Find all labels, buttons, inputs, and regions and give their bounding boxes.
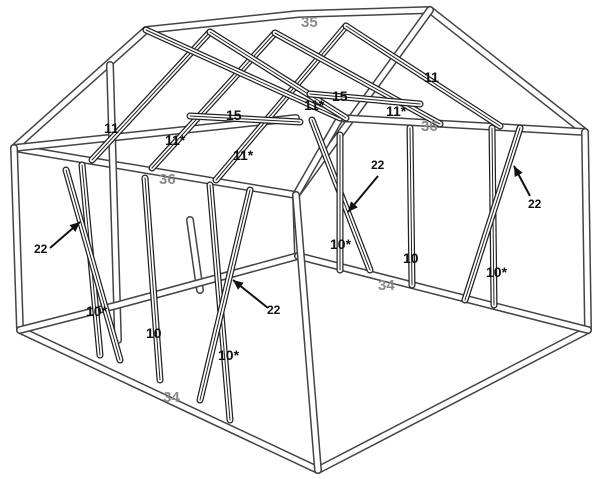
back-base-tube [295,253,591,333]
arrow-brace-front-left-head [69,222,80,232]
inner-left-post [107,62,121,343]
rafter-2-center [151,32,276,169]
frame-arrows [49,165,531,309]
purlin-left-center [189,115,301,123]
rafter-3-center [215,25,347,181]
back-right-post [582,129,591,333]
left-top-cross-tube [11,115,299,151]
front-brace-1-center [65,169,121,361]
front-eave-tube [11,145,299,198]
ridge-tube [143,7,433,33]
label-rafter-inner-4: 11* [386,103,407,119]
label-eave-back: 36 [421,118,438,135]
arrow-brace-back-left-head [348,201,358,212]
rafter-5-center [209,31,347,119]
label-rafter-right-top: 11 [424,69,439,85]
label-eave-front: 36 [159,171,176,188]
front-base-tube [17,327,321,473]
label-stud-back-mid: 10 [403,250,419,266]
label-brace-back-right: 22 [528,197,542,211]
label-purlin-left: 15 [226,107,242,123]
right-gable-rafter-back [427,7,588,135]
arrow-brace-front-right-head [233,280,244,290]
back-brace-2-center [464,127,521,301]
label-stud-front-mid: 10 [146,325,162,341]
front-stud-2-center [144,177,161,381]
label-brace-front-left: 22 [34,242,48,256]
label-stud-front-right: 10* [218,347,240,363]
purlin-right-center [309,93,421,105]
label-rafter-inner-3: 11* [304,97,325,113]
right-gable-rafter-front [293,7,433,198]
arrow-brace-back-right-head [514,166,523,177]
left-base-tube [17,253,301,333]
near-corner-post [293,192,321,473]
inner-mid-post [187,217,203,293]
rafter-4-center [145,29,341,119]
label-brace-back-left: 22 [371,158,385,172]
label-brace-front-right: 22 [267,303,281,317]
frame-struts [62,22,524,424]
label-stud-back-right: 10* [486,264,508,280]
back-stud-2-center [409,127,413,286]
label-purlin-right: 15 [332,88,348,104]
label-rafter-inner-1: 11* [165,132,186,148]
rafter-7-center [345,25,501,127]
front-brace-2-center [199,189,251,401]
left-gable-rafter [11,27,149,151]
label-base-right: 34 [378,277,395,294]
label-ridge: 35 [301,14,318,31]
rafter-6-center [274,32,441,125]
label-stud-front-left: 10* [86,303,108,319]
label-stud-back-left: 10* [330,236,352,252]
label-rafter-inner-2: 11* [233,147,254,163]
right-base-tube [315,327,591,473]
label-base-front: 34 [163,389,180,406]
label-rafter-left: 11 [104,120,119,136]
